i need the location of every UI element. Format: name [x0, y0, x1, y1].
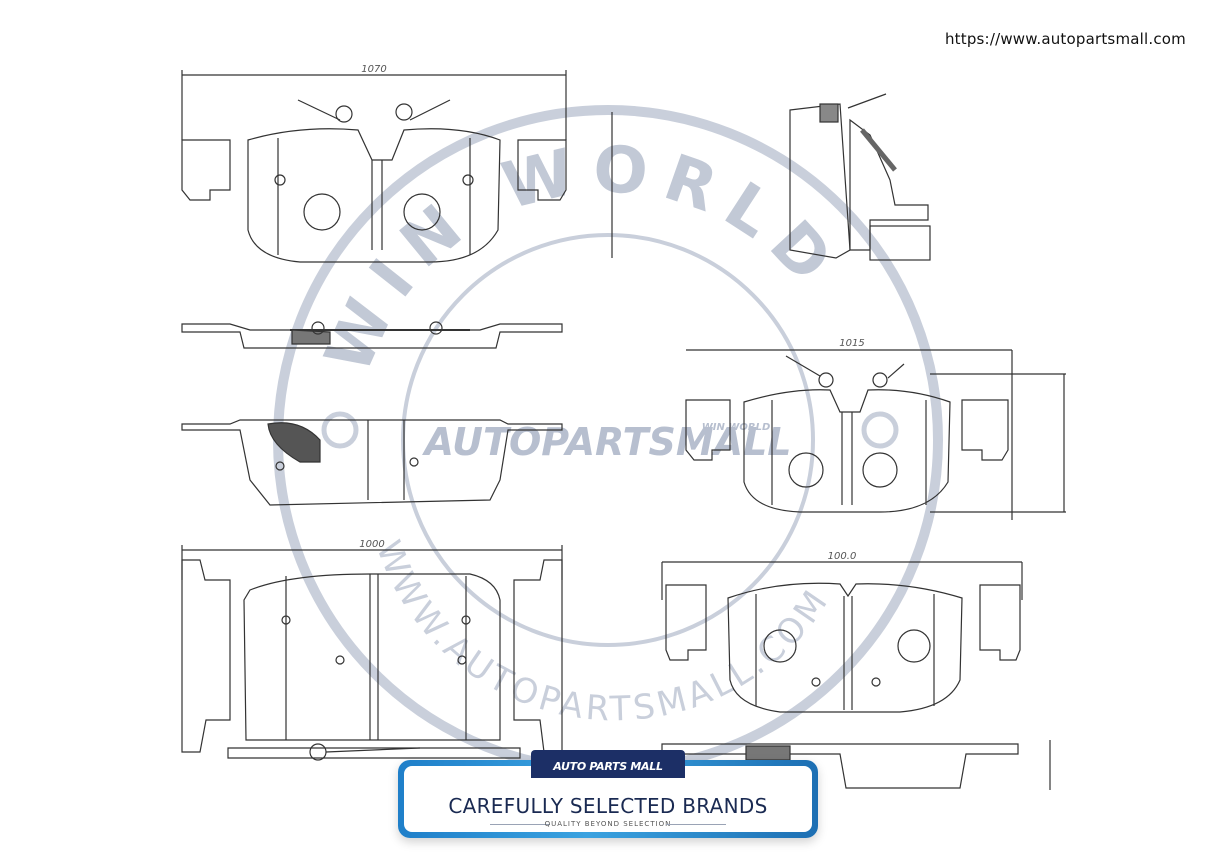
brand-logo[interactable]: AUTO PARTS MALL [531, 750, 685, 778]
banner-card: CAREFULLY SELECTED BRANDS QUALITY BEYOND… [404, 766, 812, 832]
dim-mid-right: 1015 [839, 338, 864, 349]
dim-top-left: 1070 [361, 64, 386, 75]
watermark-brand-small: WIN WORLD [702, 422, 771, 433]
divider-right [666, 824, 726, 825]
pad-mid-right [685, 349, 1066, 520]
dim-bottom-right: 100.0 [828, 551, 857, 562]
pad-bottom-right [661, 561, 1051, 790]
pad-mid-left-front [181, 419, 563, 506]
watermark-arc-text: WIN WORLD [312, 132, 856, 383]
pad-bottom-left [181, 545, 563, 761]
pad-mid-left-profile [181, 321, 563, 349]
gear-icon [321, 411, 899, 449]
banner-subtitle: QUALITY BEYOND SELECTION [544, 820, 672, 828]
dim-bottom-left: 1000 [359, 539, 384, 550]
site-url[interactable]: https://www.autopartsmall.com [944, 30, 1186, 48]
divider-left [490, 824, 550, 825]
pad-top-left [181, 70, 613, 263]
brand-logo-text: AUTO PARTS MALL [553, 760, 663, 773]
banner-title: CAREFULLY SELECTED BRANDS [448, 794, 768, 818]
pad-top-right-side [789, 93, 931, 261]
watermark-site-text: WWW.AUTOPARTSMALL.COM [368, 535, 838, 729]
